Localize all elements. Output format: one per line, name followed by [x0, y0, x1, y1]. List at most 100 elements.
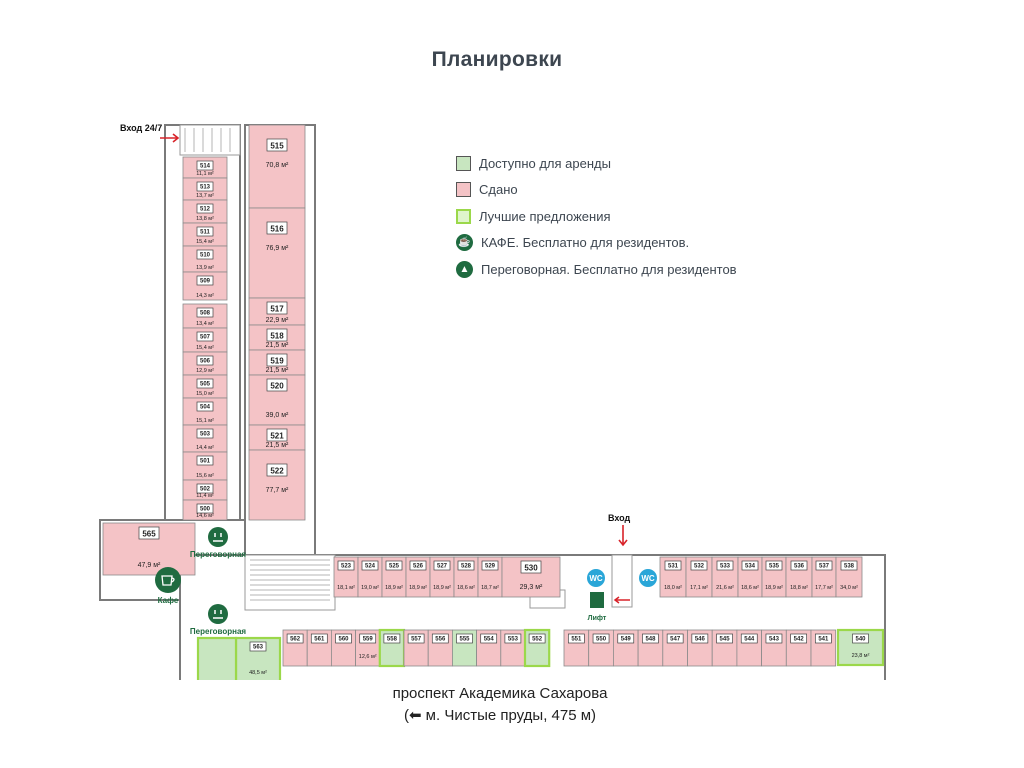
room-id-label: 519	[270, 357, 284, 366]
room-id-badge	[385, 560, 403, 571]
room-561: 561	[306, 629, 332, 667]
stair-top	[179, 124, 241, 156]
legend-item-rented: Сдано	[456, 181, 518, 199]
room-546: 546	[687, 629, 713, 667]
room-id-label: 537	[819, 564, 830, 570]
room-id-badge	[480, 633, 498, 644]
room-id-badge	[138, 526, 160, 540]
room-id-badge	[664, 560, 682, 571]
room-id-badge	[383, 633, 401, 644]
room-543: 543	[761, 629, 787, 667]
legend-label: Лучшие предложения	[479, 208, 611, 224]
legend-swatch-available	[456, 155, 471, 171]
room-id-label: 561	[314, 637, 325, 643]
room-id-badge	[266, 353, 288, 367]
room-id-label: 526	[413, 564, 424, 570]
room-area-label: 13,7 м²	[196, 193, 214, 199]
room-id-label: 556	[435, 637, 446, 643]
room-id-label: 541	[818, 637, 829, 643]
room-area-label: 18,6 м²	[741, 585, 759, 591]
room-id-label: 517	[270, 305, 284, 314]
meeting-room-icon	[208, 604, 228, 624]
room-id-badge	[666, 633, 684, 644]
room-id-label: 524	[365, 564, 376, 570]
room-id-badge	[266, 328, 288, 342]
room-id-badge	[196, 503, 214, 514]
room-area-label: 13,4 м²	[196, 321, 214, 327]
room-id-label: 504	[200, 405, 211, 411]
street-name: проспект Академика Сахарова	[392, 685, 608, 702]
room-id-badge	[409, 560, 427, 571]
room-id-badge	[196, 483, 214, 494]
room-id-label: 502	[200, 487, 211, 493]
arrow-right-icon	[160, 133, 180, 143]
legend-label: Доступно для аренды	[479, 155, 611, 171]
room-fill	[196, 636, 238, 680]
room-id-label: 554	[484, 637, 495, 643]
room-area-label: 15,0 м²	[196, 391, 214, 397]
legend-swatch-best	[456, 208, 471, 224]
room-id-badge	[266, 428, 288, 442]
room-id-badge	[361, 560, 379, 571]
meeting-room-label: Переговорная	[190, 627, 247, 636]
room-560: 560	[330, 629, 356, 667]
room-id-badge	[741, 560, 759, 571]
room-548: 548	[637, 629, 664, 667]
room-id-label: 536	[794, 564, 805, 570]
lift-icon	[590, 592, 604, 608]
legend-label: Сдано	[479, 182, 518, 197]
room-id-label: 509	[200, 279, 211, 285]
wc-label: WC	[589, 574, 603, 583]
room-area-label: 21,5 м²	[266, 442, 289, 449]
room-id-label: 563	[253, 645, 264, 651]
legend-label: Переговорная. Бесплатно для резидентов	[481, 261, 737, 277]
room-id-label: 558	[387, 637, 398, 643]
room-id-label: 547	[670, 637, 681, 643]
legend-item-meeting: ▲Переговорная. Бесплатно для резидентов	[456, 260, 737, 278]
room-554: 554	[476, 629, 502, 667]
room-fill	[248, 207, 306, 299]
room-id-label: 544	[744, 637, 755, 643]
room-id-badge	[617, 633, 635, 644]
room-area-label: 21,5 м²	[266, 367, 289, 374]
room-id-badge	[337, 560, 355, 571]
room-555: 555	[451, 629, 477, 667]
room-area-label: 14,6 м²	[196, 513, 214, 519]
room-area-label: 34,0 м²	[840, 585, 858, 591]
room-552: 552	[523, 628, 551, 668]
room-id-label: 540	[855, 637, 866, 643]
room-area-label: 15,6 м²	[196, 473, 214, 479]
legend-item-cafe: ☕КАФЕ. Бесплатно для резидентов.	[456, 234, 689, 252]
room-area-label: 21,5 м²	[266, 342, 289, 349]
room-area-label: 70,8 м²	[266, 162, 289, 169]
room-id-label: 542	[794, 637, 805, 643]
arrow-down-icon	[618, 525, 628, 547]
room-id-label: 550	[596, 637, 607, 643]
room-id-label: 522	[270, 467, 284, 476]
room-id-label: 503	[200, 432, 211, 438]
room-id-badge	[359, 633, 377, 644]
room-area-label: 18,1 м²	[337, 585, 355, 591]
room-id-label: 521	[270, 432, 284, 441]
room-id-badge	[196, 249, 214, 260]
room-id-badge	[592, 633, 610, 644]
arrow-left-icon	[613, 596, 630, 604]
room-id-label: 543	[769, 637, 780, 643]
room-area-label: 12,6 м²	[359, 654, 377, 660]
